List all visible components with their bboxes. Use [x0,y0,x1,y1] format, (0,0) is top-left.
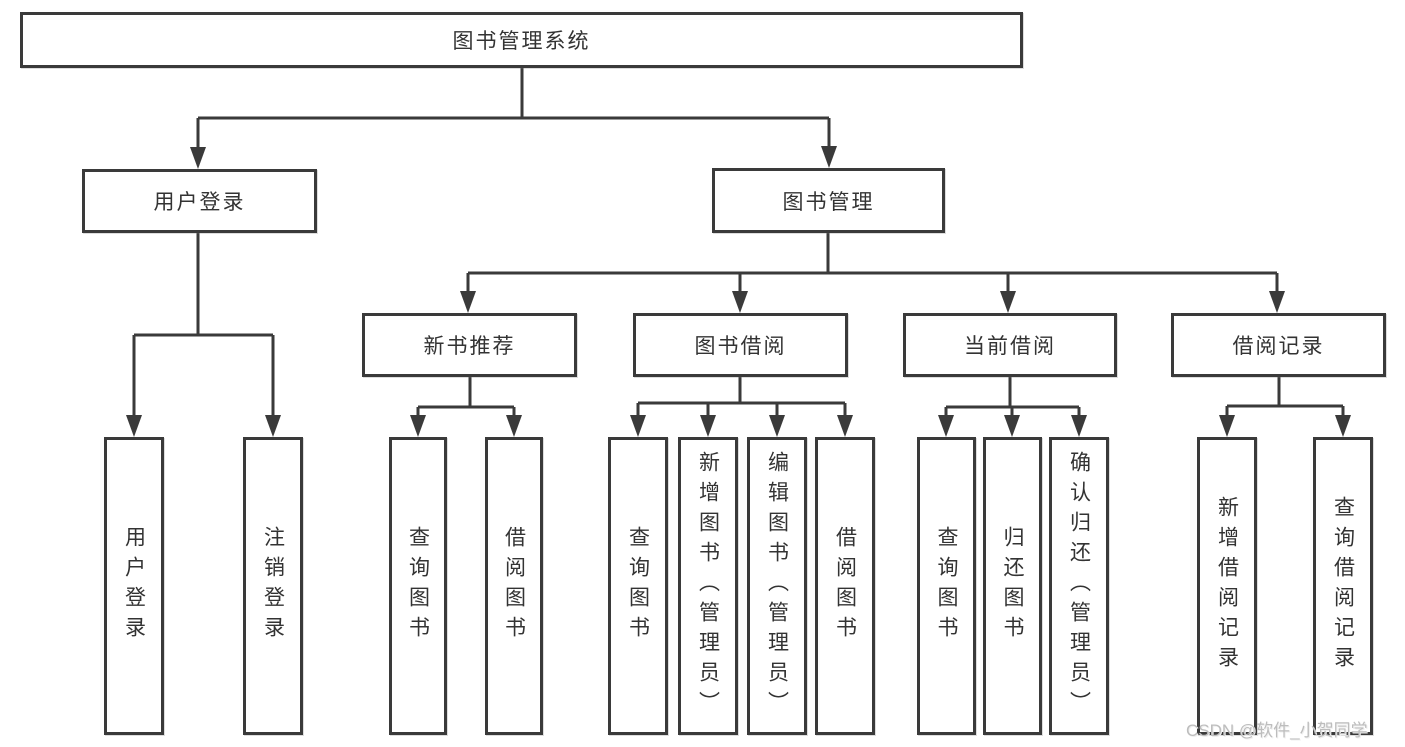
node-book-borrowing-label: 图书借阅 [694,335,787,358]
leaf-user-login: 用户登录 [104,437,164,735]
leaf-borrowing-query-books-label: 查询图书 [626,526,650,646]
leaf-borrowing-add-books-admin: 新增图书（管理员） [678,437,738,735]
leaf-current-return-books-label: 归还图书 [1001,526,1024,646]
leaf-current-confirm-return-admin-label: 确认归还（管理员） [1067,451,1091,721]
node-book-management-label: 图书管理 [782,190,875,214]
arrowheads [126,146,1351,437]
leaf-borrowing-edit-books-admin: 编辑图书（管理员） [747,437,807,735]
leaf-recommend-query-books: 查询图书 [389,437,447,735]
leaf-borrowing-borrow-books-label: 借阅图书 [833,526,857,646]
node-book-management: 图书管理 [712,168,945,233]
leaf-user-login-label: 用户登录 [122,526,146,646]
node-root-label: 图书管理系统 [452,30,591,53]
leaf-logout-label: 注销登录 [261,526,285,646]
node-root: 图书管理系统 [20,12,1023,68]
leaf-recommend-query-books-label: 查询图书 [406,526,430,646]
node-borrowing-records: 借阅记录 [1171,313,1386,377]
node-borrowing-records-label: 借阅记录 [1232,335,1325,358]
leaf-recommend-borrow-books: 借阅图书 [485,437,543,735]
node-user-login-label: 用户登录 [153,191,246,214]
csdn-watermark: CSDN @软件_小贺同学 [1186,721,1368,740]
leaf-current-query-books: 查询图书 [917,437,976,735]
leaf-records-query-record: 查询借阅记录 [1313,437,1373,735]
leaf-borrowing-query-books: 查询图书 [608,437,668,735]
leaf-current-return-books: 归还图书 [983,437,1042,735]
leaf-records-add-record: 新增借阅记录 [1197,437,1257,735]
leaf-records-add-record-label: 新增借阅记录 [1215,496,1239,676]
leaf-borrowing-edit-books-admin-label: 编辑图书（管理员） [765,451,789,721]
leaf-current-confirm-return-admin: 确认归还（管理员） [1049,437,1109,735]
node-current-borrowing-label: 当前借阅 [964,335,1056,358]
node-current-borrowing: 当前借阅 [903,313,1117,377]
leaf-borrowing-add-books-admin-label: 新增图书（管理员） [696,451,720,721]
leaf-logout: 注销登录 [243,437,303,735]
leaf-recommend-borrow-books-label: 借阅图书 [502,526,526,646]
leaf-current-query-books-label: 查询图书 [935,526,958,646]
node-new-book-recommendation: 新书推荐 [362,313,577,377]
node-user-login: 用户登录 [82,169,317,233]
leaf-records-query-record-label: 查询借阅记录 [1331,496,1355,676]
node-new-book-recommendation-label: 新书推荐 [423,335,516,358]
node-book-borrowing: 图书借阅 [633,313,848,377]
leaf-borrowing-borrow-books: 借阅图书 [815,437,875,735]
